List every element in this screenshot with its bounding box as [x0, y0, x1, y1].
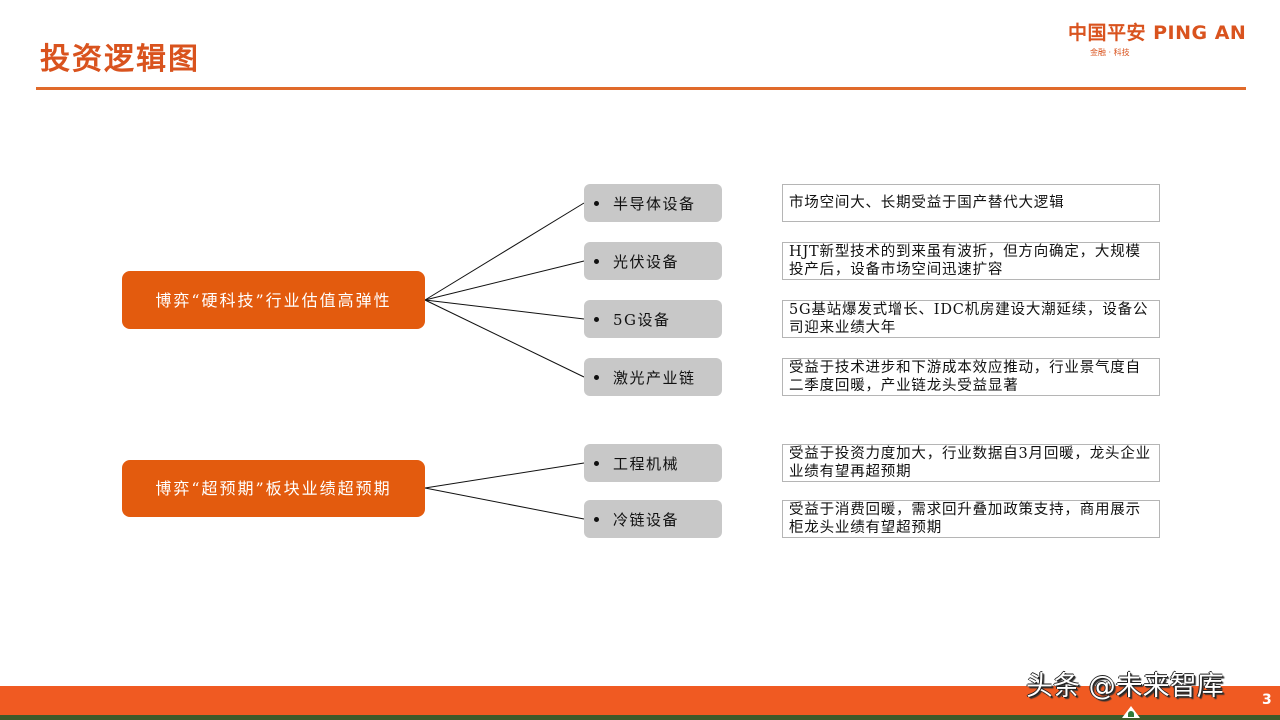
category-label: 光伏设备	[613, 252, 680, 271]
connector-line	[424, 260, 585, 301]
category-label: 5G设备	[613, 310, 671, 329]
category-label: 工程机械	[613, 454, 680, 473]
bullet-icon	[594, 258, 599, 264]
category-node-laser: 激光产业链	[584, 358, 722, 396]
bullet-icon	[594, 374, 599, 380]
footer-accent-line	[0, 715, 1280, 720]
description-box: 受益于技术进步和下游成本效应推动，行业景气度自二季度回暖，产业链龙头受益显著	[782, 358, 1160, 396]
description-box: 受益于投资力度加大，行业数据自3月回暖，龙头企业业绩有望再超预期	[782, 444, 1160, 482]
logo-wordmark: 中国平安 PING AN	[1068, 22, 1247, 44]
connector-line	[424, 462, 585, 489]
category-node-construction-machinery: 工程机械	[584, 444, 722, 482]
bullet-icon	[594, 200, 599, 206]
category-label: 半导体设备	[613, 194, 696, 213]
ping-an-logo: 中国平安 PING AN 金融 · 科技	[1068, 18, 1246, 58]
description-box: 受益于消费回暖，需求回升叠加政策支持，商用展示柜龙头业绩有望超预期	[782, 500, 1160, 538]
page-title: 投资逻辑图	[40, 42, 200, 77]
category-label: 激光产业链	[613, 368, 696, 387]
category-node-semiconductor: 半导体设备	[584, 184, 722, 222]
bullet-icon	[594, 460, 599, 466]
description-box: 5G基站爆发式增长、IDC机房建设大潮延续，设备公司迎来业绩大年	[782, 300, 1160, 338]
connector-line	[424, 202, 585, 301]
category-node-5g: 5G设备	[584, 300, 722, 338]
description-box: 市场空间大、长期受益于国产替代大逻辑	[782, 184, 1160, 222]
watermark: 头条 @未来智库	[1026, 671, 1224, 702]
category-label: 冷链设备	[613, 510, 680, 529]
page-number: 3	[1262, 692, 1272, 708]
category-node-cold-chain: 冷链设备	[584, 500, 722, 538]
category-node-photovoltaic: 光伏设备	[584, 242, 722, 280]
bullet-icon	[594, 316, 599, 322]
title-divider	[36, 87, 1246, 90]
logo-tagline: 金融 · 科技	[1090, 48, 1130, 57]
connector-line	[424, 299, 585, 378]
house-door-icon	[1128, 711, 1134, 717]
bullet-icon	[594, 516, 599, 522]
root-node-hard-tech: 博弈“硬科技”行业估值高弹性	[122, 271, 425, 329]
connector-line	[424, 299, 585, 320]
footer-bar	[0, 686, 1280, 715]
connector-line	[424, 487, 585, 520]
root-node-beyond-expectation: 博弈“超预期”板块业绩超预期	[122, 460, 425, 517]
description-box: HJT新型技术的到来虽有波折，但方向确定，大规模投产后，设备市场空间迅速扩容	[782, 242, 1160, 280]
